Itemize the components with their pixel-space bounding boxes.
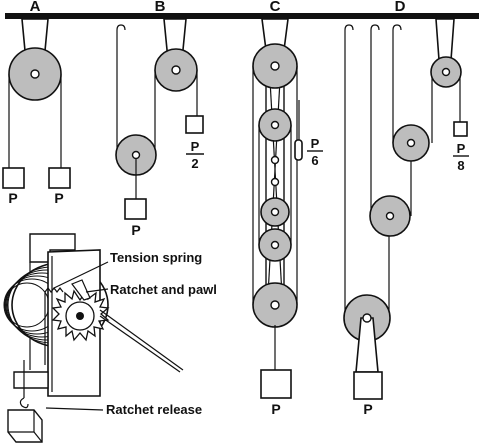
section-d-cascaded-pulleys: P 8 P (343, 18, 469, 417)
tension-spring-label: Tension spring (110, 250, 202, 265)
pulley-axle (30, 69, 40, 79)
label-b: B (155, 0, 166, 15)
load-weight (260, 369, 292, 399)
counterweight-numerator: P (311, 136, 320, 151)
label-a: A (30, 0, 41, 15)
pulley-axle (385, 211, 395, 221)
ceiling-beam (5, 13, 479, 19)
counterweight-numerator: P (457, 141, 466, 156)
hook (344, 24, 354, 40)
leader-line (85, 288, 109, 293)
load-label: P (131, 222, 140, 238)
counterweight-denominator: 2 (191, 156, 198, 171)
section-b-two-pulleys: P P 2 (115, 18, 204, 238)
hook (116, 24, 126, 40)
pulley-axle (270, 177, 280, 187)
pulley-axle (270, 207, 280, 217)
bottom-pulley-axle (270, 300, 280, 310)
counterweight (453, 121, 468, 137)
ratchet-and-pawl-label: Ratchet and pawl (110, 282, 217, 297)
block-edge (33, 431, 43, 443)
weight-right (48, 167, 71, 189)
load-label: P (271, 401, 280, 417)
section-c-block-and-tackle: P 6 P (252, 18, 323, 417)
label-d: D (395, 0, 406, 15)
counterweight (294, 139, 303, 161)
load-label: P (363, 401, 372, 417)
load-weight (353, 371, 383, 400)
counterweight-numerator: P (191, 139, 200, 154)
pawl (71, 279, 91, 301)
hook (392, 24, 402, 40)
counterweight (185, 115, 204, 134)
label-c: C (270, 0, 281, 15)
counterweight-denominator: 6 (311, 153, 318, 168)
pulley-axle (406, 138, 416, 148)
hanging-block (7, 409, 43, 443)
counterweight-denominator: 8 (457, 158, 464, 173)
winch-base (13, 371, 49, 389)
hook (19, 397, 29, 409)
top-pulley-axle (270, 61, 280, 71)
outgoing-rope (99, 315, 181, 373)
weight-label-right: P (54, 190, 63, 206)
pulley-axle (270, 240, 280, 250)
fixed-pulley-axle (171, 65, 181, 75)
pulley-bracket (435, 18, 455, 61)
winch-with-ratchet: Tension spring Ratchet and pawl Ratchet … (3, 233, 217, 443)
ratchet-axle (76, 312, 84, 320)
leader-line (45, 407, 104, 411)
pulley-axle (270, 120, 280, 130)
weight-label-left: P (8, 190, 17, 206)
bottom-pulley-axle (362, 313, 372, 323)
hook (370, 24, 380, 40)
outgoing-rope (99, 309, 184, 371)
fixed-pulley-axle (441, 67, 451, 77)
section-a-single-pulley: P P (2, 18, 71, 206)
pulley-axle (270, 155, 280, 165)
weight-left (2, 167, 25, 189)
leader-line (53, 261, 109, 289)
movable-pulley-axle (131, 150, 141, 160)
ratchet-release-label: Ratchet release (106, 402, 202, 417)
load-weight (124, 198, 147, 220)
